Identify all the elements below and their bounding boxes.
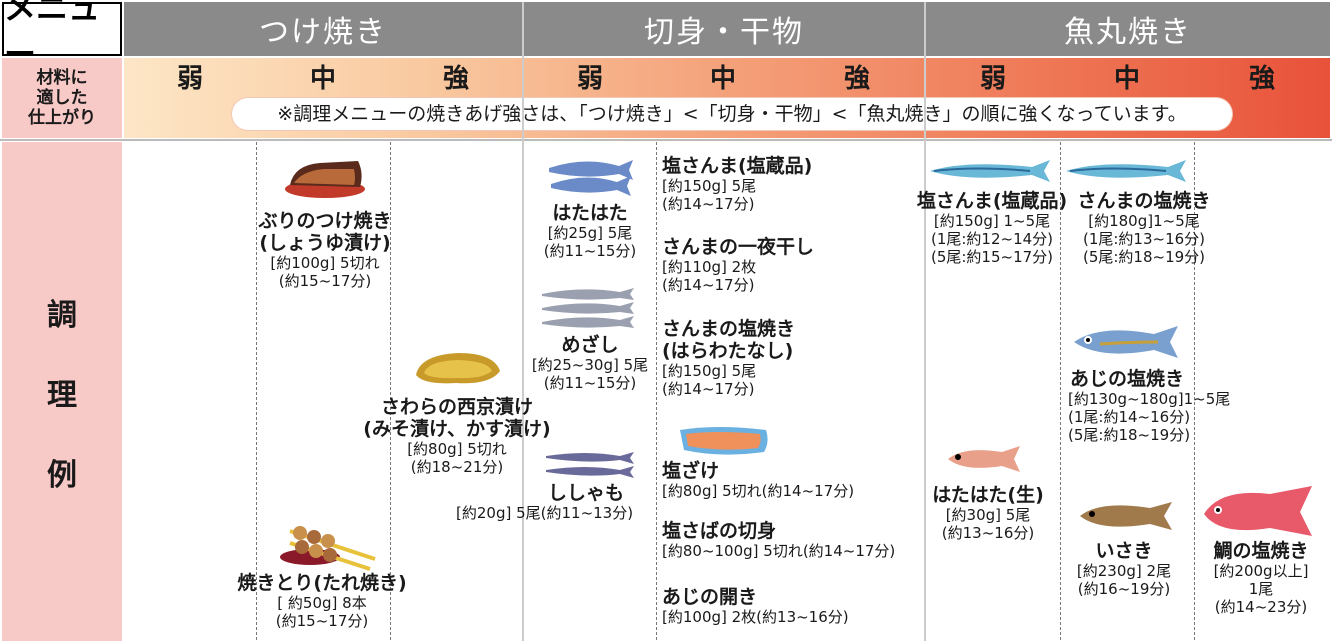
item-saba: 塩さばの切身 [約80~100g] 5切れ(約14~17分) [662, 520, 896, 560]
shiozake-illustration [680, 427, 768, 455]
strength-label: 強 [843, 64, 870, 94]
tai-illustration [1204, 486, 1312, 536]
item-buri: ぶりのつけ焼き (しょうゆ漬け) [約100g] 5切れ (約15~17分) [258, 210, 392, 290]
strength-note: ※調理メニューの焼きあげ強さは、「つけ焼き」<「切身・干物」<「魚丸焼き」の順に… [232, 98, 1232, 130]
item-yakitori: 焼きとり(たれ焼き) [ 約50g] 8本 (約15~17分) [237, 572, 407, 630]
sanma-illustration [930, 160, 1050, 182]
hatahata-illustration [549, 160, 633, 196]
item-sanma-shioyaki-cut: さんまの塩焼き (はらわたなし) [約150g] 5尾 (約14~17分) [662, 318, 796, 398]
strength-divider [256, 142, 257, 640]
buri-illustration [285, 161, 365, 198]
item-sanma-shiozo-whole: 塩さんま(塩蔵品) [約150g] 1~5尾 (1尾:約12~14分) (5尾:… [916, 190, 1068, 266]
sanma-illustration [1066, 160, 1186, 182]
category-maruyaki: 魚丸焼き [926, 2, 1330, 56]
item-aji-shioyaki: あじの塩焼き [約130g~180g]1~5尾 (1尾:約14~16分) (5尾… [1068, 368, 1231, 444]
category-divider [924, 2, 926, 641]
side-label-examples: 調 理 例 [2, 142, 122, 641]
strength-divider [1194, 142, 1195, 640]
item-isaki: いさき [約230g] 2尾 (約16~19分) [1076, 540, 1172, 598]
strength-label: 弱 [979, 64, 1006, 94]
strength-label: 中 [309, 64, 336, 94]
item-hatahata: はたはた [約25g] 5尾 (約11~15分) [543, 202, 637, 260]
strength-label: 中 [709, 64, 736, 94]
item-aji-hiraki: あじの開き [約100g] 2枚(約13~16分) [662, 586, 849, 626]
hatahata-nama-illustration [948, 446, 1020, 472]
strength-divider [1060, 142, 1061, 640]
item-sanma-shioyaki: さんまの塩焼き [約180g]1~5尾 (1尾:約13~16分) (5尾:約18… [1077, 190, 1211, 266]
item-shiozake: 塩ざけ [約80g] 5切れ(約14~17分) [662, 460, 855, 500]
category-tsukeyaki: つけ焼き [124, 2, 522, 56]
item-tai: 鯛の塩焼き [約200g以上] 1尾 (約14~23分) [1213, 540, 1309, 616]
aji-illustration [1074, 326, 1178, 358]
item-sanma-shiozo: 塩さんま(塩蔵品) [約150g] 5尾 (約14~17分) [662, 155, 813, 213]
strength-label: 強 [1248, 64, 1275, 94]
item-sawara: さわらの西京漬け (みそ漬け、かす漬け) [約80g] 5切れ (約18~21分… [363, 396, 551, 476]
row-divider [0, 139, 1332, 141]
item-mezashi: めざし [約25~30g] 5尾 (約11~15分) [531, 334, 649, 392]
category-divider [522, 2, 524, 641]
isaki-illustration [1080, 502, 1172, 530]
category-kirimi-himono: 切身・干物 [524, 2, 924, 56]
menu-label: メニュー [4, 0, 101, 73]
yakitori-illustration [280, 526, 376, 571]
strength-divider [656, 142, 657, 640]
strength-divider [390, 142, 391, 640]
sawara-illustration [416, 353, 500, 384]
strength-label: 中 [1113, 64, 1140, 94]
menu-header: メニュー [2, 0, 122, 73]
row-label-finish: 材料に 適した 仕上がり [2, 58, 122, 138]
item-shishamo: ししゃも [約20g] 5尾(約11~13分) [456, 482, 634, 522]
strength-label: 弱 [176, 64, 203, 94]
shishamo-illustration [546, 452, 634, 478]
item-hatahata-nama: はたはた(生) [約30g] 5尾 (約13~16分) [932, 484, 1044, 542]
strength-label: 弱 [576, 64, 603, 94]
strength-label: 強 [442, 64, 469, 94]
mezashi-illustration [542, 288, 634, 328]
item-sanma-ichiya: さんまの一夜干し [約110g] 2枚 (約14~17分) [662, 236, 815, 294]
